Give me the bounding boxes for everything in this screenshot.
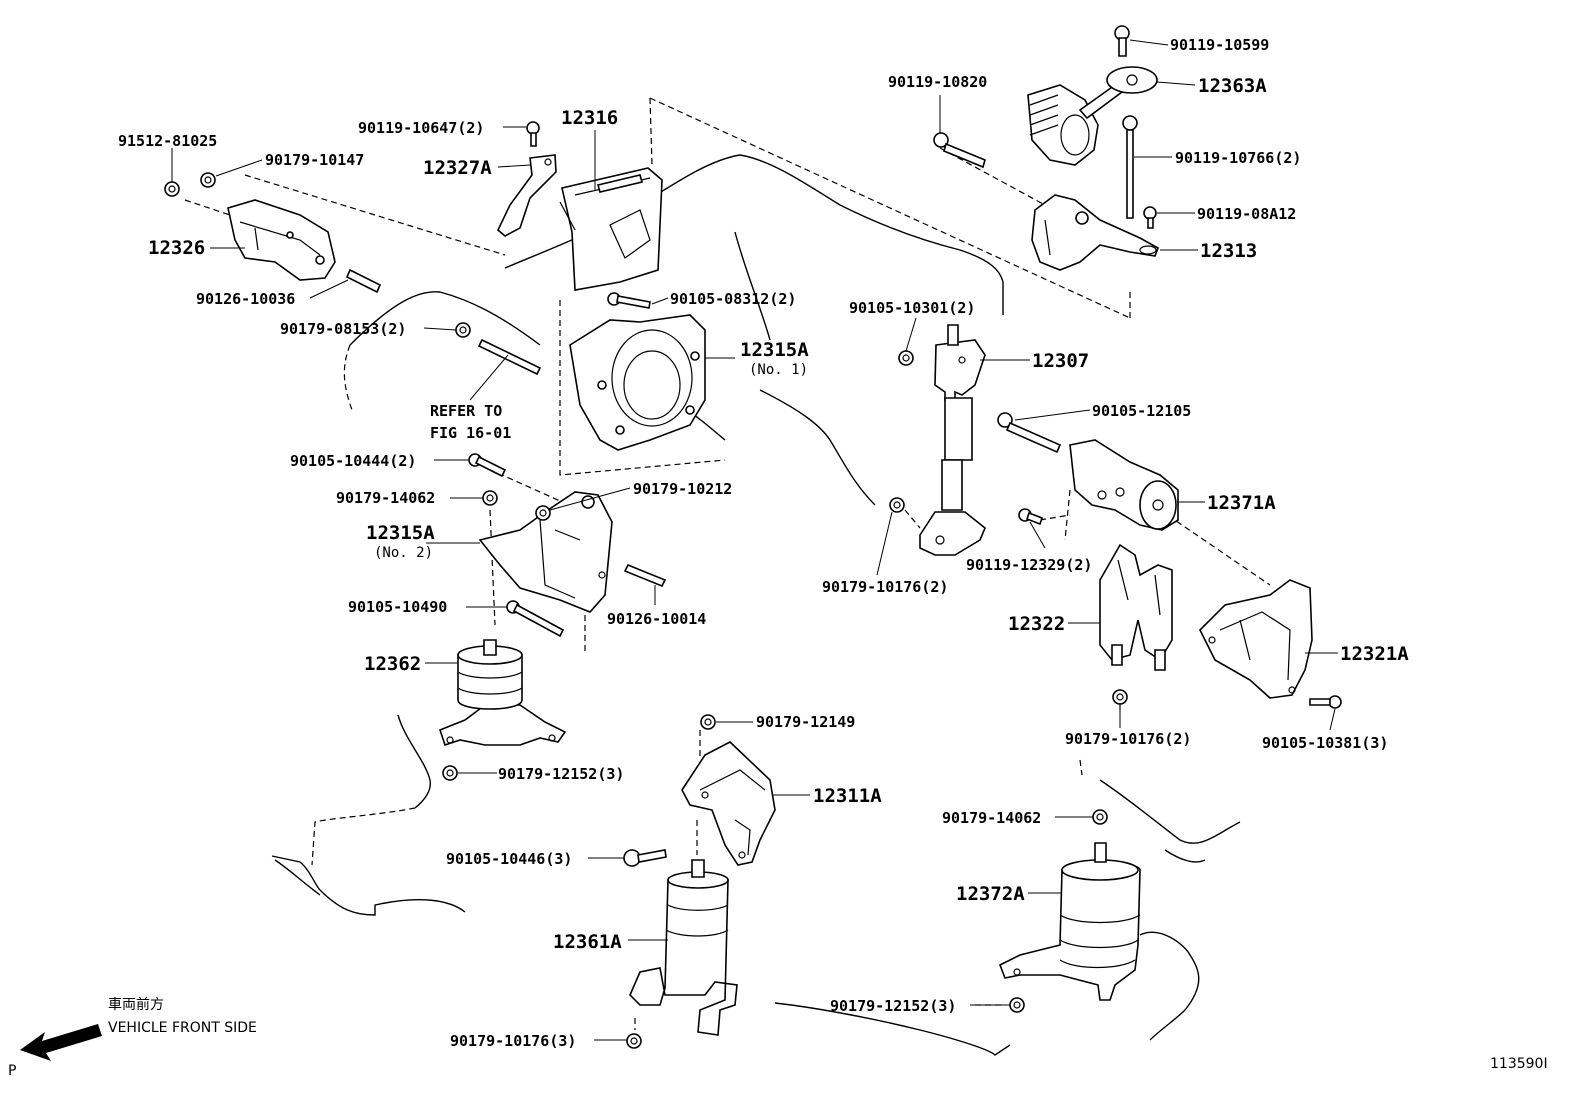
part-labels: 91512-81025 90179-10147 12326 90126-1003… [118, 36, 1409, 1050]
label-12311A: 12311A [813, 785, 882, 807]
nut-90179-12152b [1009, 997, 1025, 1013]
nut-90179-12152a [442, 765, 458, 781]
label-12315A-no1: 12315A [740, 339, 809, 361]
part-12316-bracket [559, 167, 663, 291]
part-12321A-bracket [1199, 579, 1313, 699]
stud-90126-10036 [345, 268, 382, 294]
label-90119-08A12: 90119-08A12 [1197, 205, 1296, 223]
dashed-guides [184, 97, 1271, 1030]
bolt-90119-10599 [1114, 25, 1130, 57]
label-refer-line2: FIG 16-01 [430, 424, 511, 442]
label-12322: 12322 [1008, 613, 1065, 635]
label-12326: 12326 [148, 237, 205, 259]
label-12316: 12316 [561, 107, 618, 129]
figure-number: 113590I [1490, 1056, 1548, 1072]
label-90105-08312: 90105-08312(2) [670, 290, 796, 308]
label-90179-12149: 90179-12149 [756, 713, 855, 731]
leader-lines [171, 39, 1338, 1041]
label-90105-10446: 90105-10446(3) [446, 850, 572, 868]
label-90179-14062-lower: 90179-14062 [942, 809, 1041, 827]
label-12362: 12362 [364, 653, 421, 675]
label-90119-10599: 90119-10599 [1170, 36, 1269, 54]
part-12307-damper [919, 324, 986, 556]
part-12315A-no1 [569, 314, 706, 451]
label-90179-10176-bottom: 90179-10176(3) [450, 1032, 576, 1050]
bolt-90119-12329 [1018, 508, 1044, 526]
label-12371A: 12371A [1207, 492, 1276, 514]
label-90179-12152-left: 90179-12152(3) [498, 765, 624, 783]
label-90126-10014: 90126-10014 [607, 610, 706, 628]
front-side-indicator: 車両前方 VEHICLE FRONT SIDE [20, 996, 257, 1061]
bolt-90119-10766 [1122, 115, 1138, 219]
bolt-90105-12105 [997, 412, 1062, 454]
front-arrow-icon [20, 1024, 102, 1061]
front-side-label: VEHICLE FRONT SIDE [108, 1020, 257, 1036]
bolt-90119-10647 [526, 121, 540, 147]
label-12321A: 12321A [1340, 643, 1409, 665]
label-refer-line1: REFER TO [430, 402, 502, 420]
nut-90179-10176a [626, 1033, 642, 1049]
part-12362-mount [439, 639, 567, 747]
label-90105-10301: 90105-10301(2) [849, 299, 975, 317]
stud-refer [477, 338, 542, 376]
part-12311A-bracket [681, 741, 776, 866]
stud-90126-10014 [623, 563, 667, 588]
label-12307: 12307 [1032, 350, 1089, 372]
label-90119-10647: 90119-10647(2) [358, 119, 484, 137]
nut-90179-10176c [1112, 689, 1128, 705]
nut-90179-14062b [1092, 809, 1108, 825]
label-90179-10212: 90179-10212 [633, 480, 732, 498]
label-90105-12105: 90105-12105 [1092, 402, 1191, 420]
bolt-90119-08A12 [1143, 206, 1157, 229]
nut-90179-10147 [200, 172, 216, 188]
bolt-90105-08312 [607, 292, 651, 309]
label-12327A: 12327A [423, 157, 492, 179]
label-12315A-no1-sub: (No. 1) [749, 362, 808, 378]
part-12372A-mount [998, 842, 1141, 1001]
bolt-90105-10490 [506, 600, 565, 638]
nut-90179-08153 [455, 322, 471, 338]
bolt-90105-10301 [898, 350, 914, 366]
corner-letter: P [8, 1063, 16, 1079]
label-90179-12152-right: 90179-12152(3) [830, 997, 956, 1015]
label-90179-10176-right: 90179-10176(2) [1065, 730, 1191, 748]
label-12315A-no2: 12315A [366, 522, 435, 544]
label-90119-12329: 90119-12329(2) [966, 556, 1092, 574]
label-90105-10381: 90105-10381(3) [1262, 734, 1388, 752]
label-91512-81025: 91512-81025 [118, 132, 217, 150]
front-side-jp-label: 車両前方 [108, 996, 164, 1013]
part-12363A-rod [1027, 66, 1158, 166]
part-12371A-mount [1069, 439, 1179, 531]
bolt-90105-10381 [1309, 695, 1342, 709]
label-90179-08153: 90179-08153(2) [280, 320, 406, 338]
label-90119-10820: 90119-10820 [888, 73, 987, 91]
part-12313-bracket [1031, 194, 1159, 271]
label-90119-10766: 90119-10766(2) [1175, 149, 1301, 167]
bolt-90105-10444 [468, 453, 507, 478]
label-90179-10147: 90179-10147 [265, 151, 364, 169]
nut-90179-12149 [700, 714, 716, 730]
nut-90179-10176b [889, 497, 905, 513]
label-12363A: 12363A [1198, 75, 1267, 97]
label-12372A: 12372A [956, 883, 1025, 905]
label-90105-10444: 90105-10444(2) [290, 452, 416, 470]
label-12313: 12313 [1200, 240, 1257, 262]
bolt-91512-81025 [164, 181, 180, 197]
nut-90179-10212 [535, 505, 551, 521]
nut-90179-14062a [482, 490, 498, 506]
bolt-90105-10446 [623, 849, 667, 867]
label-90179-10176-mid: 90179-10176(2) [822, 578, 948, 596]
label-90105-10490: 90105-10490 [348, 598, 447, 616]
label-12315A-no2-sub: (No. 2) [374, 545, 433, 561]
label-90126-10036: 90126-10036 [196, 290, 295, 308]
bolt-90119-10820 [933, 132, 986, 169]
label-12361A: 12361A [553, 931, 622, 953]
part-12322-bracket [1099, 543, 1173, 671]
label-90179-14062-upper: 90179-14062 [336, 489, 435, 507]
part-12326-bracket [227, 199, 336, 281]
part-12327A-stay [497, 154, 557, 237]
part-12361A-mount [629, 859, 738, 1036]
